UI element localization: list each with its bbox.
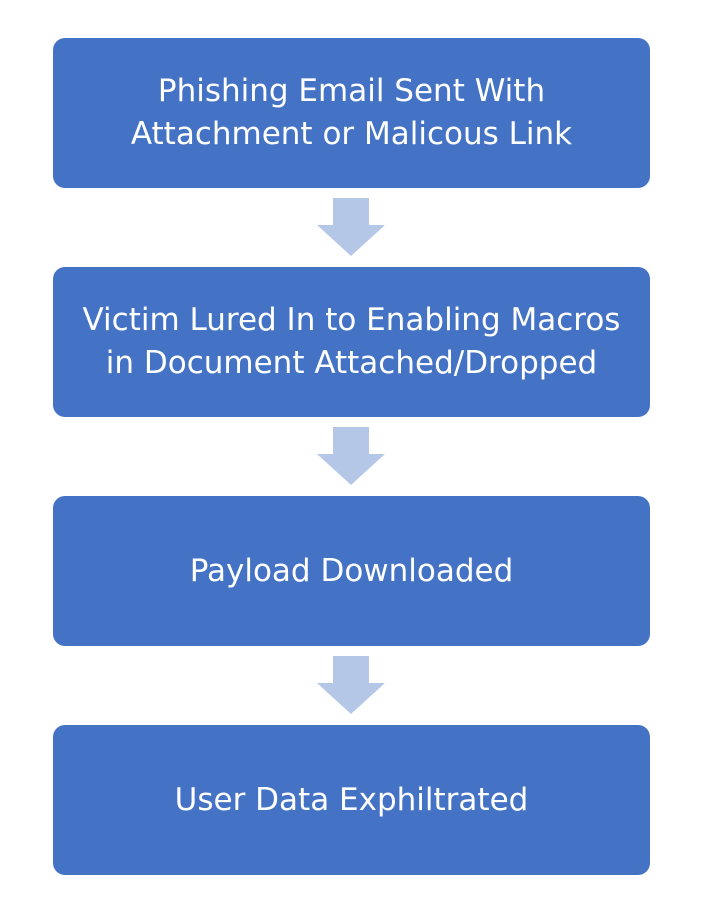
step-box-enable-macros: Victim Lured In to Enabling Macros in Do…	[53, 267, 650, 417]
step-label: User Data Exphiltrated	[174, 781, 529, 818]
step-label: Payload Downloaded	[189, 552, 514, 589]
down-arrow-icon	[317, 198, 385, 256]
step-box-phishing-email: Phishing Email Sent With Attachment or M…	[53, 38, 650, 188]
step-label: Victim Lured In to Enabling Macros in Do…	[82, 302, 621, 381]
step-label: Phishing Email Sent With Attachment or M…	[130, 73, 573, 152]
step-box-data-exfiltrated: User Data Exphiltrated	[53, 725, 650, 875]
step-box-payload-downloaded: Payload Downloaded	[53, 496, 650, 646]
down-arrow-icon	[317, 656, 385, 714]
down-arrow-icon	[317, 427, 385, 485]
